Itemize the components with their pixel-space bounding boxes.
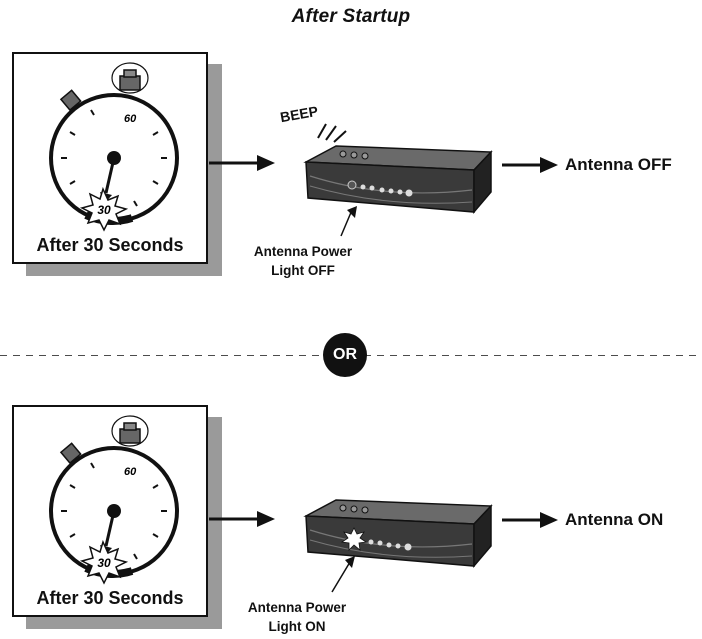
result-antenna-on: Antenna ON [565,510,664,529]
diagram-title: After Startup [291,6,411,27]
light-note-line1: Antenna Power [253,244,353,259]
or-badge: OR [323,333,367,377]
timer-mark-30: 30 [97,203,111,217]
result-antenna-off: Antenna OFF [565,155,672,174]
receiver-device-top [303,145,493,215]
antenna-power-light-on [340,527,368,551]
beep-sound-icon [317,123,347,143]
light-note-bottom: Antenna Power Light ON [222,598,372,636]
timer-panel-bottom: 30 60 After 30 Seconds [12,405,222,629]
light-note-line1: Antenna Power [247,600,347,615]
receiver-device-bottom [303,499,493,569]
pointer-arrow-icon [340,206,357,237]
pointer-arrow-icon [331,556,355,593]
timer-caption: After 30 Seconds [36,235,184,255]
light-note-top: Antenna Power Light OFF [228,242,378,280]
antenna-power-light-off [347,180,357,190]
stopwatch-icon: 30 60 [49,415,179,585]
arrow-right-icon [209,511,275,527]
timer-panel-top: 30 60 After 30 Seconds [12,52,222,276]
timer-caption: After 30 Seconds [36,588,184,608]
light-note-line2: Light OFF [271,263,335,278]
timer-mark-60: 60 [124,113,137,125]
arrow-right-icon [502,157,558,173]
arrow-right-icon [209,155,275,171]
light-note-line2: Light ON [268,619,326,634]
arrow-right-icon [502,512,558,528]
timer-mark-30: 30 [97,556,111,570]
stopwatch-icon: 30 60 [49,62,179,232]
timer-mark-60: 60 [124,466,137,478]
